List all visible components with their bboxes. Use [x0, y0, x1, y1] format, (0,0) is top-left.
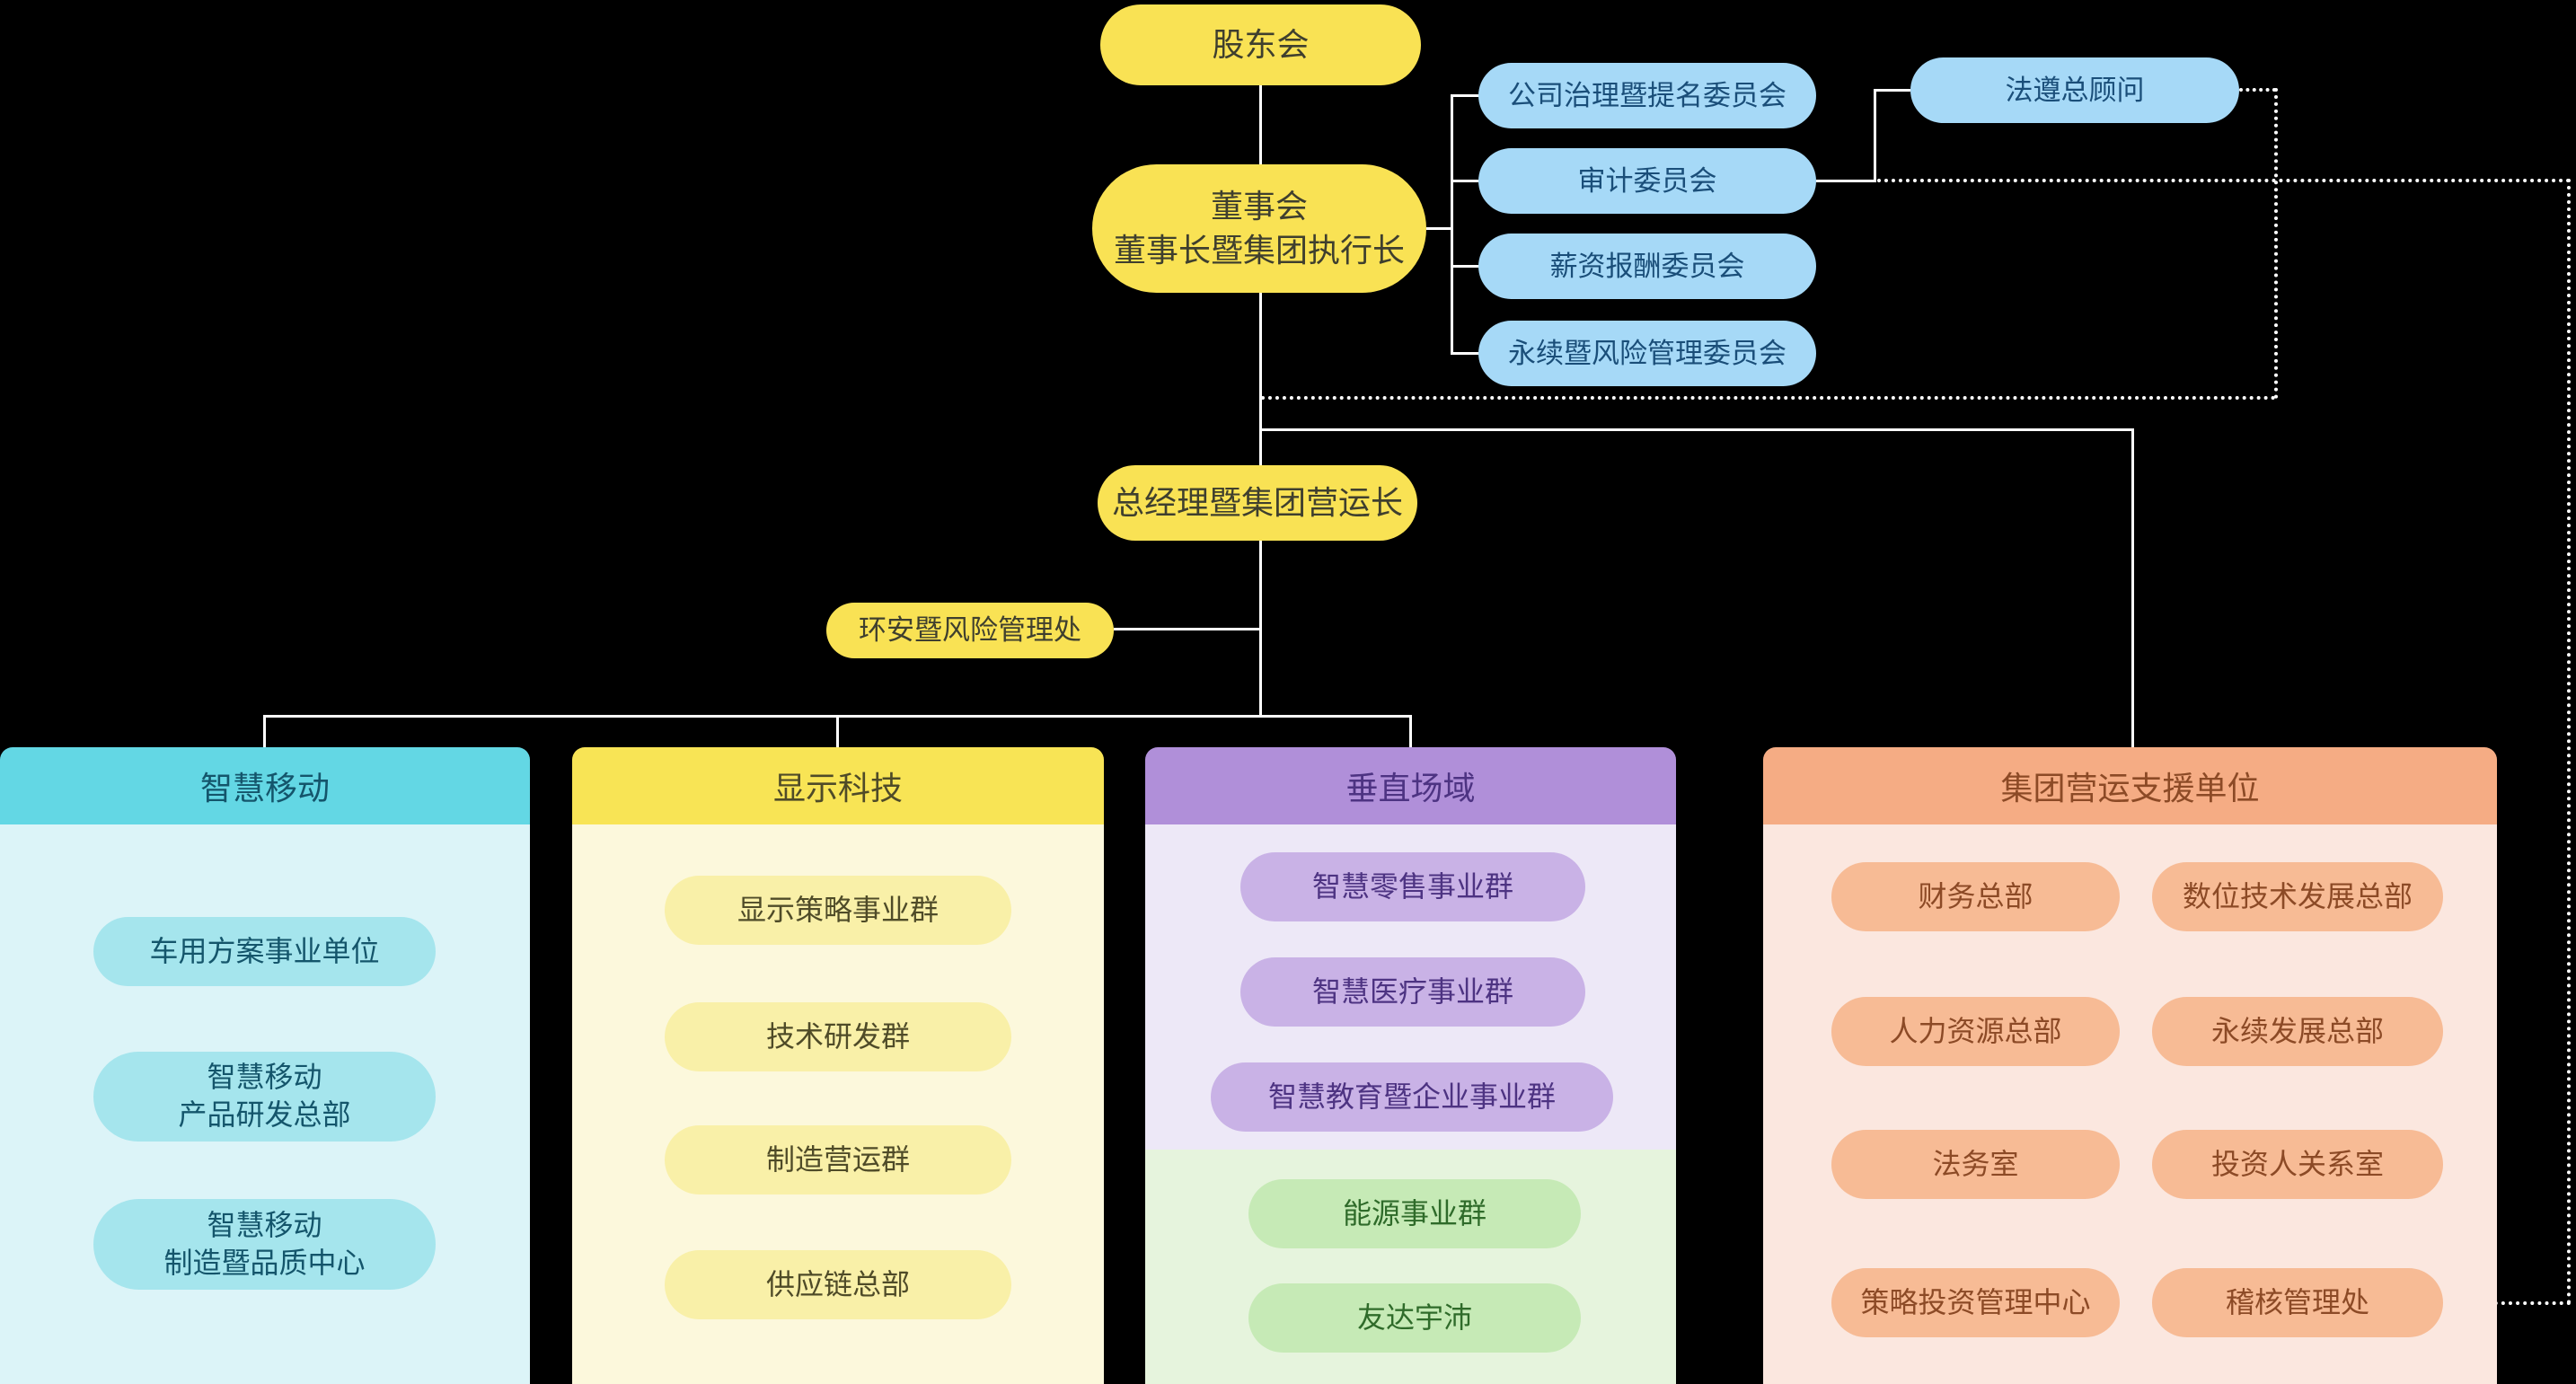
dotted-compliance-right — [2239, 88, 2276, 92]
unit-manufacturing-ops: 制造营运群 — [665, 1125, 1011, 1194]
division-smart-mobility-header: 智慧移动 — [0, 747, 530, 824]
unit-label: 能源事业群 — [1342, 1196, 1486, 1230]
unit-smart-education-enterprise: 智慧教育暨企业事业群 — [1211, 1062, 1613, 1132]
connector-vertical-solutions-drop — [1409, 715, 1412, 747]
division-title: 智慧移动 — [199, 770, 330, 807]
dotted-right-edge — [2567, 179, 2571, 1305]
division-vertical-solutions: 垂直场域 智慧零售事业群 智慧医疗事业群 智慧教育暨企业事业群 能源事业群 友达… — [1145, 747, 1676, 1384]
compliance-counsel-label: 法遵总顾问 — [2005, 74, 2145, 106]
unit-label: 显示策略事业群 — [737, 893, 939, 926]
unit-label: 产品研发总部 — [178, 1098, 351, 1131]
unit-label: 策略投资管理中心 — [1860, 1285, 2091, 1318]
committee-label: 审计委员会 — [1577, 164, 1717, 197]
unit-label: 制造营运群 — [765, 1142, 910, 1176]
dotted-compliance-return — [1261, 396, 2276, 400]
unit-label: 友达宇沛 — [1356, 1300, 1472, 1334]
unit-label: 供应链总部 — [765, 1267, 910, 1300]
committee-governance-nomination: 公司治理暨提名委员会 — [1478, 63, 1816, 128]
connector-board-committees-stem — [1426, 227, 1451, 230]
shareholders-node: 股东会 — [1100, 4, 1421, 85]
connector-ehs-stub — [1114, 628, 1261, 630]
unit-label: 稽核管理处 — [2225, 1285, 2369, 1318]
committee-compensation: 薪资报酬委员会 — [1478, 234, 1816, 299]
committee-audit: 审计委员会 — [1478, 148, 1816, 214]
unit-smart-retail: 智慧零售事业群 — [1240, 852, 1585, 921]
unit-label: 车用方案事业单位 — [149, 934, 380, 967]
board-label-line1: 董事会 — [1210, 187, 1308, 225]
unit-tech-rd: 技术研发群 — [665, 1002, 1011, 1071]
board-node: 董事会 董事长暨集团执行长 — [1092, 164, 1426, 293]
unit-digital-tech-hq: 数位技术发展总部 — [2152, 862, 2443, 931]
board-label-line2: 董事长暨集团执行长 — [1113, 231, 1405, 269]
unit-supply-chain: 供应链总部 — [665, 1250, 1011, 1319]
unit-smart-medical: 智慧医疗事业群 — [1240, 957, 1585, 1027]
connector-support-drop — [2131, 428, 2134, 747]
unit-mobility-mfg-quality: 智慧移动 制造暨品质中心 — [93, 1199, 436, 1290]
unit-label: 数位技术发展总部 — [2182, 879, 2413, 912]
connector-audit-compliance-v — [1874, 89, 1876, 182]
connector-audit-compliance-h2 — [1874, 89, 1910, 92]
unit-label: 智慧零售事业群 — [1311, 869, 1513, 903]
unit-investor-relations: 投资人关系室 — [2152, 1130, 2443, 1199]
connector-audit-compliance-h1 — [1816, 180, 1874, 182]
connector-shareholders-board — [1259, 85, 1262, 164]
division-title: 集团营运支援单位 — [2000, 770, 2260, 807]
compliance-counsel-node: 法遵总顾问 — [1910, 57, 2239, 123]
shareholders-label: 股东会 — [1212, 25, 1310, 63]
unit-display-strategy: 显示策略事业群 — [665, 876, 1011, 945]
dotted-audit-right — [1877, 179, 2571, 182]
division-display-tech: 显示科技 显示策略事业群 技术研发群 制造营运群 供应链总部 — [572, 747, 1104, 1384]
division-title: 显示科技 — [772, 770, 903, 807]
unit-label: 人力资源总部 — [1889, 1014, 2062, 1047]
unit-audit-management: 稽核管理处 — [2152, 1268, 2443, 1337]
division-support-units-header: 集团营运支援单位 — [1763, 747, 2497, 824]
unit-mobility-product-rd: 智慧移动 产品研发总部 — [93, 1052, 436, 1142]
unit-automotive-solutions: 车用方案事业单位 — [93, 917, 436, 986]
unit-label: 财务总部 — [1918, 879, 2033, 912]
connector-committee-4-stub — [1451, 352, 1480, 355]
dotted-audit-to-internal-audit — [2443, 1301, 2571, 1305]
ceo-node: 总经理暨集团营运长 — [1098, 465, 1417, 541]
dotted-compliance-drop — [2274, 88, 2278, 399]
unit-label: 制造暨品质中心 — [163, 1246, 366, 1279]
connector-committee-1-stub — [1451, 94, 1480, 97]
ceo-label: 总经理暨集团营运长 — [1111, 483, 1403, 521]
unit-label: 智慧医疗事业群 — [1311, 974, 1513, 1008]
ehs-node: 环安暨风险管理处 — [826, 603, 1114, 658]
unit-energy: 能源事业群 — [1248, 1179, 1581, 1248]
connector-committees-bracket — [1451, 94, 1453, 355]
connector-board-ceo — [1259, 293, 1262, 465]
committee-label: 公司治理暨提名委员会 — [1508, 79, 1786, 111]
unit-legal-office: 法务室 — [1831, 1130, 2120, 1199]
division-vertical-solutions-header: 垂直场域 — [1145, 747, 1676, 824]
unit-sustainability-hq: 永续发展总部 — [2152, 997, 2443, 1066]
unit-label: 智慧移动 — [207, 1208, 322, 1241]
committee-sustainability-risk: 永续暨风险管理委员会 — [1478, 321, 1816, 386]
committee-label: 薪资报酬委员会 — [1549, 250, 1745, 282]
unit-hr-hq: 人力资源总部 — [1831, 997, 2120, 1066]
division-support-units: 集团营运支援单位 财务总部 数位技术发展总部 人力资源总部 永续发展总部 法务室… — [1763, 747, 2497, 1384]
committee-label: 永续暨风险管理委员会 — [1508, 337, 1786, 369]
unit-auo-envirotech: 友达宇沛 — [1248, 1283, 1581, 1353]
ehs-label: 环安暨风险管理处 — [859, 614, 1081, 647]
unit-label: 智慧移动 — [207, 1061, 322, 1094]
division-smart-mobility: 智慧移动 车用方案事业单位 智慧移动 产品研发总部 智慧移动 制造暨品质中心 — [0, 747, 530, 1384]
unit-finance-hq: 财务总部 — [1831, 862, 2120, 931]
unit-label: 智慧教育暨企业事业群 — [1267, 1080, 1556, 1113]
connector-smart-mobility-drop — [263, 715, 266, 747]
unit-label: 技术研发群 — [765, 1019, 910, 1053]
unit-label: 投资人关系室 — [2210, 1147, 2384, 1180]
unit-label: 永续发展总部 — [2210, 1014, 2384, 1047]
unit-strategic-investment: 策略投资管理中心 — [1831, 1268, 2120, 1337]
unit-label: 法务室 — [1932, 1147, 2019, 1180]
division-display-tech-header: 显示科技 — [572, 747, 1104, 824]
division-title: 垂直场域 — [1345, 770, 1476, 807]
connector-committee-3-stub — [1451, 265, 1480, 268]
connector-committee-2-stub — [1451, 180, 1480, 182]
connector-display-tech-drop — [836, 715, 839, 747]
connector-board-support-branch — [1259, 428, 2134, 431]
